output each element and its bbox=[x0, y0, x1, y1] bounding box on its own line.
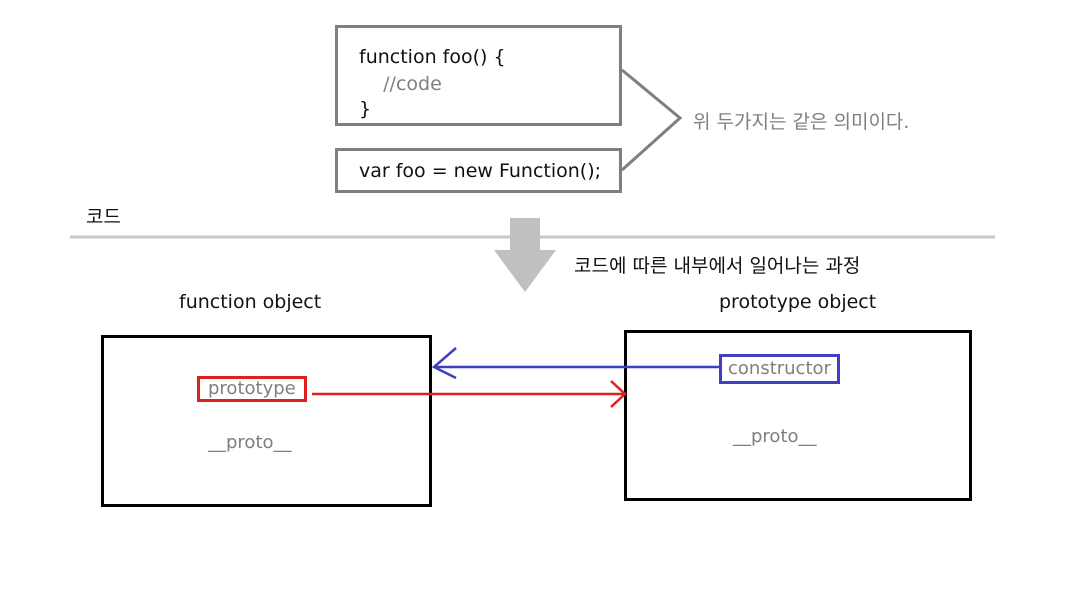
prototype-link-arrowhead bbox=[610, 380, 627, 408]
down-arrow-icon bbox=[494, 218, 556, 292]
function-object-title: function object bbox=[179, 291, 322, 313]
prototype-object-title: prototype object bbox=[719, 291, 877, 313]
function-constructor-box: var foo = new Function(); bbox=[335, 148, 622, 193]
function-proto-field: __proto__ bbox=[208, 432, 292, 453]
function-object-box bbox=[101, 335, 432, 507]
equivalence-note: 위 두가지는 같은 의미이다. bbox=[693, 111, 910, 133]
constructor-link-arrowhead bbox=[431, 347, 457, 380]
equivalence-brace bbox=[620, 68, 683, 172]
section-label: 코드 bbox=[86, 206, 121, 228]
code-line-3: } bbox=[359, 98, 372, 120]
prototype-proto-field: __proto__ bbox=[733, 426, 817, 447]
code-line-1: function foo() { bbox=[359, 46, 506, 68]
prototype-field: prototype bbox=[197, 376, 307, 402]
function-declaration-box: function foo() { //code } bbox=[335, 25, 622, 126]
process-label: 코드에 따른 내부에서 일어나는 과정 bbox=[574, 255, 861, 277]
constructor-code-line: var foo = new Function(); bbox=[359, 160, 602, 182]
code-line-2: //code bbox=[359, 73, 442, 95]
constructor-field: constructor bbox=[719, 354, 840, 384]
